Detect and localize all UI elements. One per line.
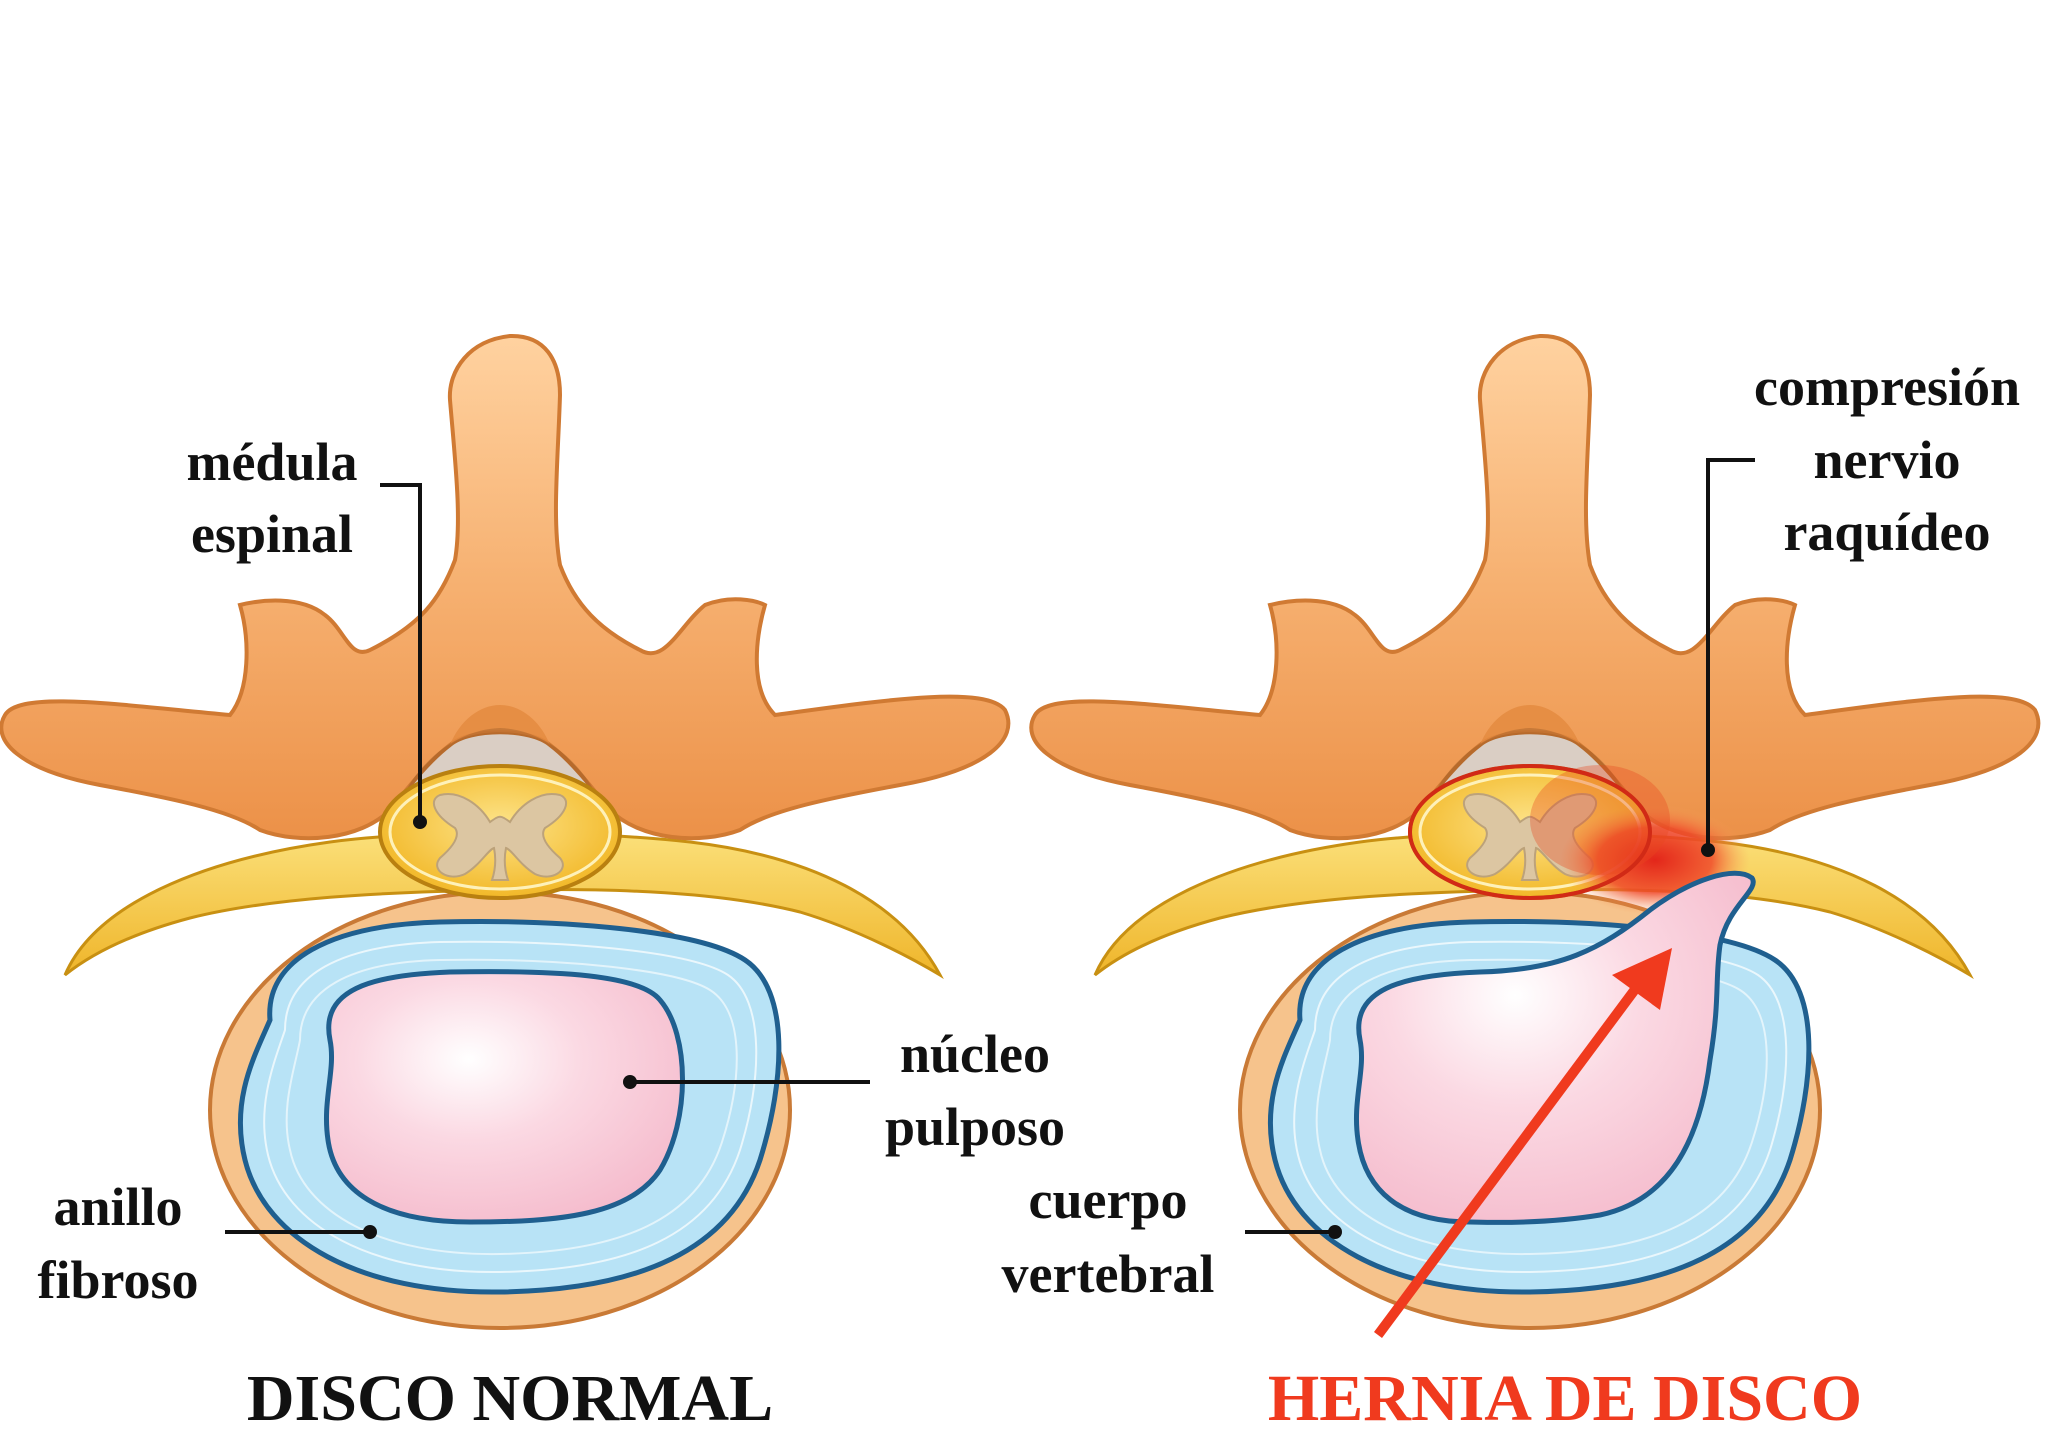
medula-leader <box>380 483 422 822</box>
nucleus-pulposus-normal <box>323 969 685 1225</box>
cuerpo-label-line2: vertebral <box>1002 1244 1215 1304</box>
hernia-arrow-shaft <box>1373 977 1647 1338</box>
compresion-leader <box>1706 458 1755 850</box>
anillo-label-line1: anillo <box>53 1177 182 1237</box>
compresion-label-line3: raquídeo <box>1783 502 1990 562</box>
anillo-label-line2: fibroso <box>37 1250 198 1310</box>
medula-label-line2: espinal <box>191 504 353 564</box>
nucleo-label-line2: pulposo <box>885 1097 1065 1157</box>
normal-title: DISCO NORMAL <box>247 1362 773 1435</box>
medula-label-line1: médula <box>186 432 357 492</box>
nucleo-label-line1: núcleo <box>900 1024 1050 1084</box>
hernia-vertebra <box>1031 336 2038 1338</box>
hernia-arrow-head <box>1612 948 1672 1010</box>
normal-vertebra <box>1 336 1008 1328</box>
compresion-label-line1: compresión <box>1754 357 2020 417</box>
compresion-label-line2: nervio <box>1814 430 1961 490</box>
hernia-title: HERNIA DE DISCO <box>1268 1362 1862 1435</box>
cuerpo-label-line1: cuerpo <box>1029 1170 1188 1230</box>
